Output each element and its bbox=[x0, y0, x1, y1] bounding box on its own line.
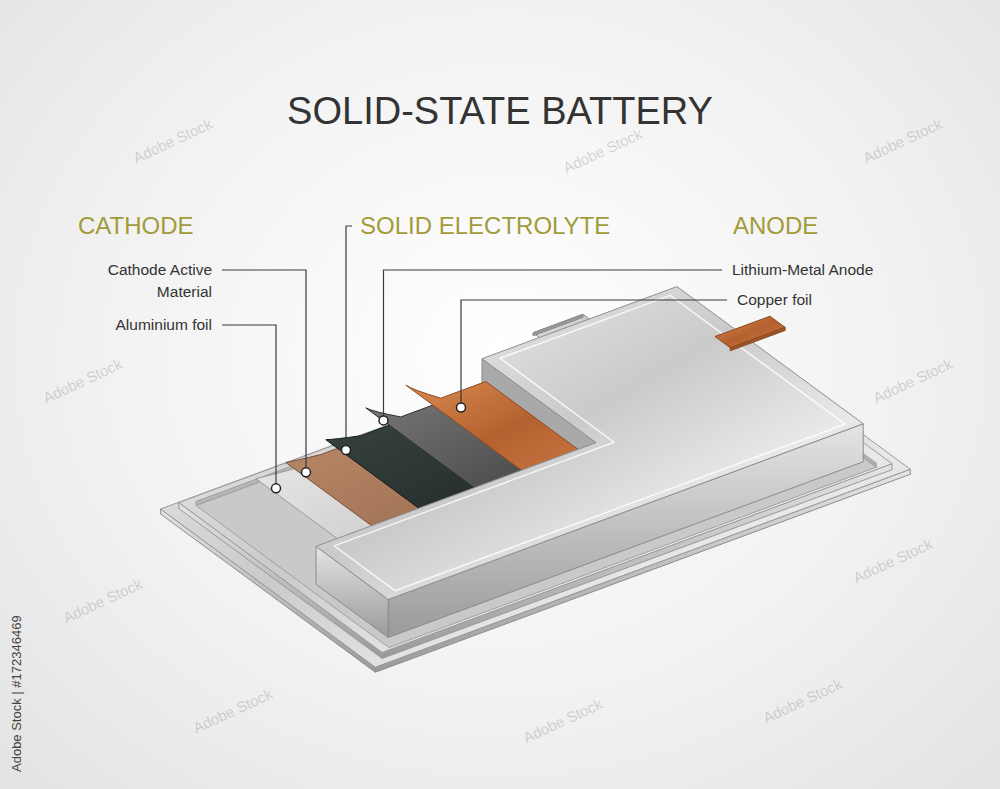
lid-bevel bbox=[334, 295, 845, 590]
leader-dot bbox=[342, 445, 351, 454]
watermark: Adobe Stock bbox=[190, 661, 325, 738]
watermark: Adobe Stock bbox=[60, 551, 195, 628]
part-label: Cathode Active Material bbox=[72, 259, 212, 303]
watermark: Adobe Stock bbox=[760, 651, 895, 728]
part-label: Aluminium foil bbox=[32, 314, 212, 336]
leader-dot bbox=[302, 468, 311, 477]
copper-tab bbox=[730, 327, 785, 350]
lid-top bbox=[316, 287, 863, 600]
leader-line bbox=[222, 270, 306, 472]
part-label: Copper foil bbox=[737, 289, 977, 311]
leader-dot bbox=[379, 416, 388, 425]
diagram-title: SOLID-STATE BATTERY bbox=[0, 88, 1000, 134]
leader-line bbox=[461, 300, 727, 408]
leader-dot bbox=[457, 403, 466, 412]
watermark: Adobe Stock bbox=[130, 91, 265, 168]
section-heading: ANODE bbox=[733, 211, 973, 241]
watermark: Adobe Stock bbox=[850, 511, 985, 588]
leader-dot bbox=[272, 484, 281, 493]
watermark: Adobe Stock bbox=[860, 91, 995, 168]
leader-line bbox=[222, 325, 276, 488]
part-label: Lithium-Metal Anode bbox=[732, 259, 992, 281]
watermark: Adobe Stock bbox=[40, 331, 175, 408]
leader-line bbox=[384, 270, 723, 420]
leader-line bbox=[346, 226, 352, 450]
watermark: Adobe Stock | #172346469 bbox=[9, 522, 25, 772]
watermark: Adobe Stock bbox=[870, 331, 1000, 408]
section-heading: CATHODE bbox=[78, 211, 318, 241]
section-heading: SOLID ELECTROLYTE bbox=[360, 211, 700, 241]
watermark: Adobe Stock bbox=[520, 671, 655, 748]
